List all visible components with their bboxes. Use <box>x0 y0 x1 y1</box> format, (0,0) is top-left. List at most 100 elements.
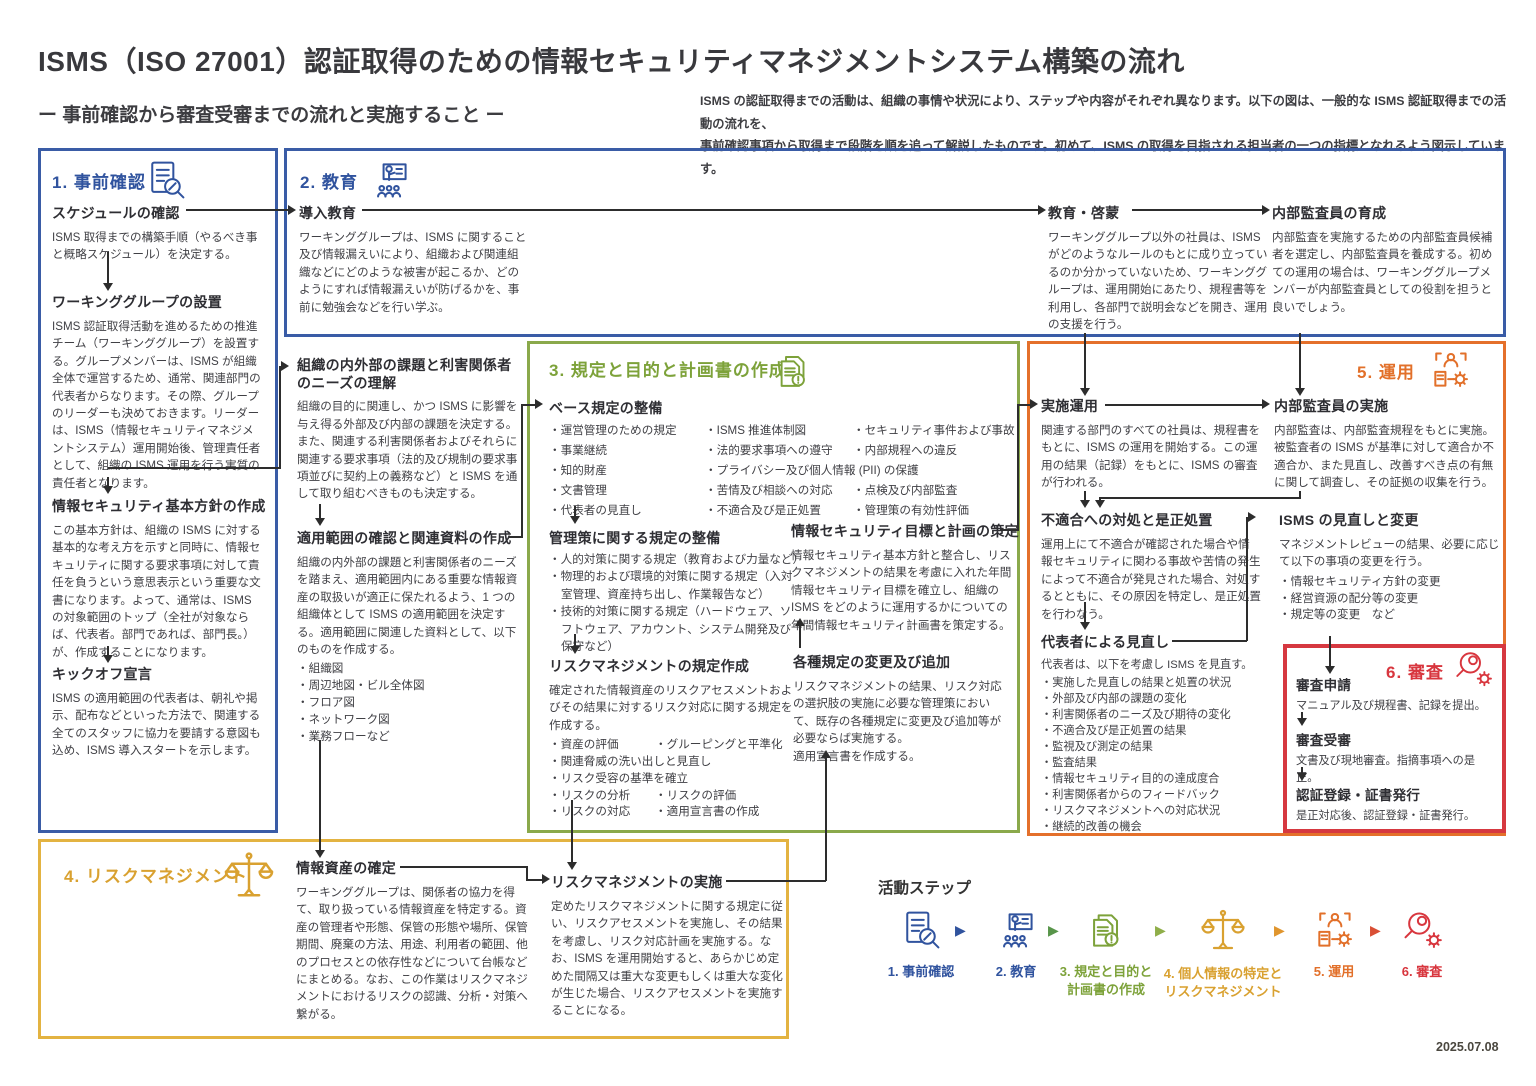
block-title: 認証登録・証書発行 <box>1296 788 1421 803</box>
block-kickoff: キックオフ宣言 ISMS の適用範囲の代表者は、朝礼や掲示、配布などといった方法… <box>52 664 264 760</box>
block-intro-education: 導入教育 ワーキンググループは、ISMS に関すること及び情報漏えいにより、組織… <box>299 203 527 316</box>
block-education-enlightenment: 教育・啓蒙 ワーキンググループ以外の社員は、ISMS がどのようなルールのもとに… <box>1048 203 1272 333</box>
connector-line <box>107 646 109 655</box>
block-rule-changes: 各種規定の変更及び追加 リスクマネジメントの結果、リスク対応の選択肢の実施に必要… <box>793 652 1008 765</box>
list-item: ・周辺地図・ビル全体図 <box>297 679 425 693</box>
list-item: ・関連脅威の洗い出しと見直し <box>549 754 712 768</box>
block-asset-identification: 情報資産の確定 ワーキンググループは、関係者の協力を得て、取り扱っている情報資産… <box>296 858 530 1023</box>
block-title: リスクマネジメントの規定作成 <box>549 658 750 674</box>
block-title: 実施運用 <box>1041 398 1099 414</box>
block-body: 組織の目的に関連し、かつ ISMS に影響を与え得る外部及び内部の課題を決定する… <box>297 400 518 501</box>
block-schedule: スケジュールの確認 ISMS 取得までの構築手順（やるべき事と概略スケジュール）… <box>52 203 262 264</box>
block-security-policy: 情報セキュリティ基本方針の作成 この基本方針は、組織の ISMS に対する基本的… <box>52 496 266 661</box>
block-title: ISMS の見直しと変更 <box>1279 512 1419 528</box>
section5-box <box>1027 341 1506 836</box>
step-item-precheck: 1. 事前確認 <box>855 908 987 981</box>
connector-line <box>726 880 826 882</box>
block-internal-audit: 内部監査員の実施 内部監査は、内部監査規程をもとに実施。被監査者の ISMS が… <box>1274 396 1498 492</box>
connector-arrow <box>570 646 580 654</box>
connector-arrow <box>570 516 580 524</box>
step-item-risk-management: 4. 個人情報の特定と リスクマネジメント <box>1157 906 1289 1000</box>
connector-arrow <box>1297 718 1307 726</box>
block-body: ワーキンググループは、関係者の協力を得て、取り扱っている情報資産を特定する。資産… <box>296 886 528 1021</box>
connector-line <box>1299 333 1301 388</box>
connector-line <box>1301 767 1303 775</box>
connector-line <box>1099 497 1301 499</box>
block-title: 組織の内外部の課題と利害関係者のニーズの理解 <box>297 357 512 392</box>
instructor-board-icon <box>368 158 412 202</box>
block-title: 情報セキュリティ目標と計画の策定 <box>791 523 1019 539</box>
block-body: リスクマネジメントの結果、リスク対応の選択肢の実施に必要な管理策において、既存の… <box>793 680 1002 763</box>
block-title: 審査受審 <box>1296 733 1352 748</box>
block-operation: 実施運用 関連する部門のすべての社員は、規程書をもとに、ISMS の運用を開始す… <box>1041 396 1263 492</box>
connector-line <box>108 467 279 469</box>
block-title: 情報資産の確定 <box>296 860 397 876</box>
block-body: ワーキンググループは、ISMS に関すること及び情報漏えいにより、組織および関連… <box>299 231 527 314</box>
magnifier-gear-icon <box>1452 648 1494 690</box>
step-label: 4. 個人情報の特定と リスクマネジメント <box>1163 966 1283 999</box>
block-base-rules: ベース規定の整備 <box>549 398 849 418</box>
block-title: 管理策に関する規定の整備 <box>549 530 721 546</box>
block-body: 情報セキュリティ基本方針と整合し、リスクマネジメントの結果を考慮に入れた年間情報… <box>791 549 1012 632</box>
step-label: 1. 事前確認 <box>887 964 955 979</box>
block-objectives-plan: 情報セキュリティ目標と計画の策定 情報セキュリティ基本方針と整合し、リスクマネジ… <box>791 521 1019 634</box>
block-title: 適用範囲の確認と関連資料の作成 <box>297 530 512 546</box>
connector-line <box>400 866 527 868</box>
list-item: ・ネットワーク図 <box>297 712 390 726</box>
list-item: ・リスクの分析・リスクの評価 <box>549 788 737 802</box>
base-col-2: ・ISMS 推進体制図・法的要求事項への遵守・プライバシー及び個人情報 (PII… <box>705 424 919 517</box>
instructor-board-icon <box>994 913 1038 956</box>
block-title: 内部監査員の実施 <box>1274 398 1389 414</box>
block-audit-examination: 審査受審 文書及び現地審査。指摘事項への是正。 <box>1296 729 1486 787</box>
list-item: ・資産の評価・グルーピングと平準化 <box>549 738 783 752</box>
connector-line <box>362 209 1038 211</box>
section1-box <box>38 148 278 833</box>
block-risk-execution: リスクマネジメントの実施 定めたリスクマネジメントに関する規定に従い、リスクアセ… <box>551 872 785 1020</box>
connector-arrow <box>542 874 550 884</box>
person-doc-gear-icon <box>1428 348 1472 392</box>
connector-arrow <box>795 618 805 626</box>
block-body: マニュアル及び規程書、記録を提出。 <box>1296 700 1486 712</box>
block-body: 定めたリスクマネジメントに関する規定に従い、リスクアセスメントを実施し、その結果… <box>551 900 783 1018</box>
connector-line <box>526 879 542 881</box>
connector-arrow <box>281 361 289 371</box>
block-title: ワーキンググループの設置 <box>52 294 223 310</box>
block-body: 内部監査は、内部監査規程をもとに実施。被監査者の ISMS が基準に対して適合か… <box>1274 424 1495 490</box>
steps-title: 活動ステップ <box>878 880 972 897</box>
section6-label: 6. 審査 <box>1386 663 1444 682</box>
connector-arrow <box>288 205 296 215</box>
scope-bullet-list: ・組織図 ・周辺地図・ビル全体図 ・フロア図 ・ネットワーク図 ・業務フローなど <box>297 661 521 745</box>
base-rules-grid: ・運営管理のための規定・事業継続・知的財産・文書管理・代表者の見直し ・ISMS… <box>549 422 1015 522</box>
section2-box <box>284 148 1506 337</box>
section5-label: 5. 運用 <box>1357 363 1415 382</box>
connector-arrow <box>315 850 325 858</box>
triangle-right-icon <box>1155 922 1166 939</box>
connector-line <box>521 404 535 406</box>
list-item: ・フロア図 <box>297 695 355 709</box>
connector-arrow <box>103 283 113 291</box>
connector-arrow <box>1038 205 1046 215</box>
connector-line <box>1329 636 1331 668</box>
step-label: 6. 審査 <box>1401 964 1443 979</box>
block-management-review: 代表者による見直し 代表者は、以下を考慮し ISMS を見直す。 ・実施した見直… <box>1041 632 1265 836</box>
block-body: 文書及び現地審査。指摘事項への是正。 <box>1296 755 1476 784</box>
connector-line <box>1000 529 1018 531</box>
list-item: ・組織図 <box>297 662 344 676</box>
connector-line <box>1299 491 1301 499</box>
block-nonconformity: 不適合への対処と是正処置 運用上にて不適合が確認された場合や情報セキュリティに関… <box>1041 510 1261 623</box>
connector-line <box>825 758 827 881</box>
block-body: マネジメントレビューの結果、必要に応じて以下の事項の変更を行う。 <box>1279 538 1500 569</box>
block-title: 審査申請 <box>1296 678 1352 693</box>
connector-line <box>1172 640 1247 642</box>
connector-line <box>509 536 523 538</box>
block-body: 運用上にて不適合が確認された場合や情報セキュリティに関わる事故や苦情の発生によっ… <box>1041 538 1261 621</box>
connector-line <box>574 634 576 648</box>
connector-arrow <box>1295 388 1305 396</box>
connector-line <box>1099 497 1101 502</box>
section4-label: 4. リスクマネジメント <box>64 867 248 886</box>
connector-line <box>521 404 523 538</box>
step-label: 3. 規定と目的と 計画書の作成 <box>1059 964 1153 997</box>
block-title: 情報セキュリティ基本方針の作成 <box>52 498 266 514</box>
connector-line <box>1246 517 1248 641</box>
